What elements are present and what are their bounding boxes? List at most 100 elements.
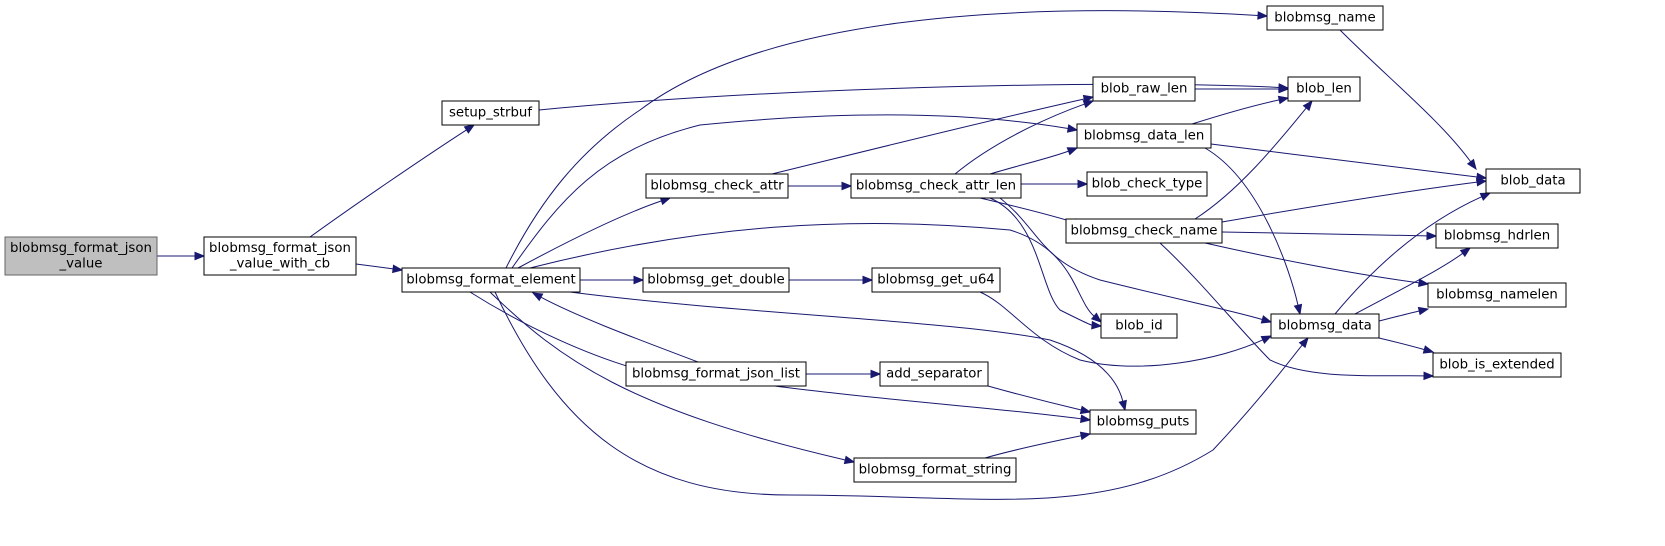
node-box xyxy=(1086,171,1208,197)
edge-blobmsg-check-attr-to-blobmsg-check-attr-len xyxy=(788,181,853,191)
edge-blobmsg-check-name-to-blob-data xyxy=(1221,177,1488,223)
node-blobmsg-check-attr[interactable]: blobmsg_check_attr xyxy=(645,173,789,199)
arrowhead-icon xyxy=(1118,399,1127,412)
node-blob-id[interactable]: blob_id xyxy=(1100,313,1178,339)
node-blobmsg-hdrlen[interactable]: blobmsg_hdrlen xyxy=(1435,223,1559,249)
arrowhead-icon xyxy=(1091,320,1103,330)
arrowhead-icon xyxy=(1298,336,1309,349)
node-label: blobmsg_puts xyxy=(1097,415,1190,430)
edge-blobmsg-check-name-to-blob-is-extended xyxy=(1159,242,1435,381)
node-label: blobmsg_format_string xyxy=(859,463,1012,478)
arrowhead-icon xyxy=(862,275,874,285)
node-blob-check-type[interactable]: blob_check_type xyxy=(1086,171,1208,197)
edge-blobmsg-format-string-to-blobmsg-puts xyxy=(984,431,1092,459)
node-label: blobmsg_hdrlen xyxy=(1444,229,1550,244)
node-blobmsg-namelen[interactable]: blobmsg_namelen xyxy=(1427,282,1567,308)
node-box xyxy=(879,361,989,387)
edge-line xyxy=(469,291,632,368)
node-blobmsg-format-json-value-with-cb[interactable]: blobmsg_format_json_value_with_cb xyxy=(203,236,357,276)
node-box xyxy=(1427,282,1567,308)
edge-line xyxy=(517,200,662,269)
arrowhead-icon xyxy=(463,124,476,134)
node-label: _value xyxy=(59,256,103,271)
node-label: setup_strbuf xyxy=(449,106,532,121)
nodes-layer: blobmsg_format_json _value blobmsg_format_… xyxy=(4,5,1581,483)
node-blobmsg-data-len[interactable]: blobmsg_data_len xyxy=(1076,123,1212,149)
arrowhead-icon xyxy=(1423,371,1435,381)
node-label: blob_raw_len xyxy=(1101,82,1188,97)
node-label: blob_id xyxy=(1115,319,1163,334)
node-blob-data[interactable]: blob_data xyxy=(1485,168,1581,194)
edge-blobmsg-data-to-blob-is-extended xyxy=(1378,337,1435,354)
arrowhead-icon xyxy=(531,292,544,302)
node-setup-strbuf[interactable]: setup_strbuf xyxy=(441,100,540,126)
edge-blobmsg-check-name-to-blob-len xyxy=(1194,99,1313,220)
edge-blobmsg-format-json-list-to-blobmsg-format-element xyxy=(531,292,699,363)
edge-line xyxy=(1159,242,1425,377)
edge-blobmsg-format-json-value-with-cb-to-blobmsg-format-element xyxy=(355,263,404,274)
edge-line xyxy=(954,103,1085,175)
edge-blobmsg-format-element-to-blobmsg-puts xyxy=(569,291,1127,412)
arrowhead-icon xyxy=(1066,147,1079,156)
edge-blobmsg-format-element-to-blobmsg-get-double xyxy=(580,275,645,285)
edge-blobmsg-check-name-to-blobmsg-hdrlen xyxy=(1221,231,1438,241)
node-blobmsg-data[interactable]: blobmsg_data xyxy=(1270,313,1380,339)
edge-line xyxy=(1194,107,1307,220)
arrowhead-icon xyxy=(1260,335,1273,344)
node-blobmsg-format-json-list[interactable]: blobmsg_format_json_list xyxy=(625,361,807,387)
edge-line xyxy=(529,222,1095,317)
node-label: blobmsg_check_attr xyxy=(650,179,784,194)
node-box xyxy=(1435,223,1559,249)
edge-blobmsg-format-json-list-to-add-separator xyxy=(805,369,882,379)
edge-line xyxy=(505,10,1259,269)
arrowhead-icon xyxy=(1278,84,1290,94)
node-add-separator[interactable]: add_separator xyxy=(879,361,989,387)
node-blob-raw-len[interactable]: blob_raw_len xyxy=(1092,76,1196,102)
node-blobmsg-check-attr-len[interactable]: blobmsg_check_attr_len xyxy=(850,173,1022,199)
node-blobmsg-get-double[interactable]: blobmsg_get_double xyxy=(642,267,790,293)
edge-line xyxy=(511,114,1069,269)
node-label: blob_len xyxy=(1296,82,1352,97)
edge-blobmsg-data-len-to-blob-len xyxy=(1191,95,1290,125)
edge-blobmsg-data-len-to-blob-data xyxy=(1210,143,1488,182)
edge-line xyxy=(569,291,1124,402)
node-label: add_separator xyxy=(886,367,982,382)
node-blobmsg-name[interactable]: blobmsg_name xyxy=(1266,5,1384,31)
arrowhead-icon xyxy=(1302,99,1313,112)
node-blobmsg-check-name[interactable]: blobmsg_check_name xyxy=(1065,218,1223,244)
arrowhead-icon xyxy=(843,455,856,465)
arrowhead-icon xyxy=(841,181,853,191)
node-blobmsg-format-string[interactable]: blobmsg_format_string xyxy=(853,457,1017,483)
edge-blobmsg-format-json-value-to-blobmsg-format-json-value-with-cb xyxy=(156,251,206,261)
node-blob-is-extended[interactable]: blob_is_extended xyxy=(1432,352,1562,378)
node-blob-len[interactable]: blob_len xyxy=(1287,76,1361,102)
edge-line xyxy=(489,291,846,461)
node-label: blobmsg_format_json xyxy=(209,241,351,256)
node-box xyxy=(441,100,540,126)
edge-blobmsg-check-attr-len-to-blobmsg-data xyxy=(999,197,1273,324)
node-box xyxy=(642,267,790,293)
edge-line xyxy=(771,98,1085,175)
node-box xyxy=(1089,409,1197,435)
edge-blobmsg-format-json-list-to-blobmsg-puts xyxy=(774,385,1092,424)
edge-blobmsg-get-double-to-blobmsg-get-u64 xyxy=(789,275,874,285)
edge-line xyxy=(979,291,1264,367)
node-box xyxy=(853,457,1017,483)
node-label: blobmsg_data_len xyxy=(1084,129,1205,144)
edge-line xyxy=(987,385,1082,411)
arrowhead-icon xyxy=(1080,414,1092,424)
edge-blobmsg-format-element-to-blobmsg-name xyxy=(505,10,1269,269)
edge-line xyxy=(774,385,1082,420)
node-blobmsg-get-u64[interactable]: blobmsg_get_u64 xyxy=(871,267,1001,293)
node-box xyxy=(1065,218,1223,244)
node-label: _value_with_cb xyxy=(229,256,330,271)
arrowhead-icon xyxy=(1082,100,1095,109)
edge-line xyxy=(1204,147,1299,306)
node-box xyxy=(1287,76,1361,102)
node-blobmsg-format-element[interactable]: blobmsg_format_element xyxy=(401,267,581,293)
node-blobmsg-puts[interactable]: blobmsg_puts xyxy=(1089,409,1197,435)
edge-line xyxy=(1204,242,1420,284)
edge-line xyxy=(1339,29,1472,163)
edge-line xyxy=(1354,252,1464,315)
